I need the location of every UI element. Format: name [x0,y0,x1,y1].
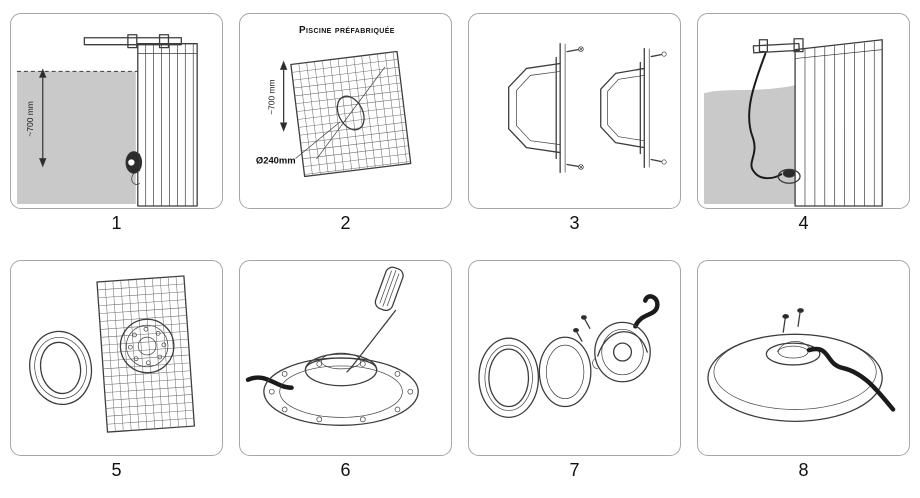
step-8-panel [697,259,910,456]
step-4-number: 4 [798,213,809,233]
pool-wall [794,39,883,207]
step-1-panel: ~700 mm [10,13,223,209]
light-base-flange [263,356,419,426]
step-2-number: 2 [340,213,351,233]
clamp-wire [776,340,812,352]
step-7-panel [468,259,681,456]
dimension-label: ~700 mm [25,101,35,136]
cable [245,374,294,390]
niche-left [508,43,584,174]
front-ring [29,330,93,405]
screw-top [566,46,584,53]
dimension-700mm: ~700 mm [25,68,47,168]
dimension-label: ~700 mm [267,80,277,115]
screw-bottom [566,163,584,170]
mesh-panel [96,274,196,433]
lens-ring [538,336,592,407]
pool-wall [137,43,198,207]
light-fixture [125,151,143,185]
step-7: 7 [468,259,681,495]
step-2-panel: Piscine préfabriquée ~700 mm Ø240mm [239,13,452,209]
screw-top [650,51,667,58]
water-area [17,71,136,205]
diameter-callout: Ø240mm [256,121,341,165]
step-5-number: 5 [111,459,122,480]
assembled-light [707,333,883,422]
step-8: 8 [697,259,910,495]
screws [573,314,591,342]
step-3-illustration [508,43,667,174]
step-8-illustration [707,307,896,422]
screwdriver [346,266,404,373]
front-ring [478,337,540,418]
niche-right [600,47,667,169]
screw-bottom [650,158,667,165]
lamp-dome [304,352,378,386]
step-6-panel [239,259,452,456]
step-1-number: 1 [111,213,122,233]
cutout-hole [336,95,365,131]
step-7-illustration [478,293,660,418]
screws [782,307,804,333]
cable [806,346,896,412]
step-7-number: 7 [569,459,580,480]
step-3-panel [468,13,681,209]
step-6: 6 [239,259,452,495]
step-3-number: 3 [569,213,580,233]
step-3: 3 [468,13,681,248]
step-6-illustration [245,266,419,426]
step-5: 5 [10,259,223,495]
step-8-number: 8 [798,459,809,480]
light-fixture [777,168,801,184]
step-1: ~700 mm 1 [10,13,223,248]
step-5-illustration [29,274,196,433]
step-2: Piscine préfabriquée ~700 mm Ø240mm [239,13,452,248]
step-5-panel [10,259,223,456]
step-6-number: 6 [340,459,351,480]
cable [748,52,783,180]
pipe [752,38,804,54]
cable [633,293,660,329]
lamp-body [592,321,651,382]
step-4: 4 [697,13,910,248]
step-2-illustration: Piscine préfabriquée ~700 mm Ø240mm [256,25,412,178]
mesh-panel [290,50,412,178]
step-1-illustration: ~700 mm [17,34,198,207]
step-4-illustration [704,38,883,207]
dimension-700mm: ~700 mm [267,60,288,132]
step-4-panel [697,13,910,209]
pipe [83,34,182,49]
water-area [704,85,796,205]
niche-in-hole [119,318,175,373]
panel-title: Piscine préfabriquée [299,25,395,36]
diameter-label: Ø240mm [256,154,296,165]
